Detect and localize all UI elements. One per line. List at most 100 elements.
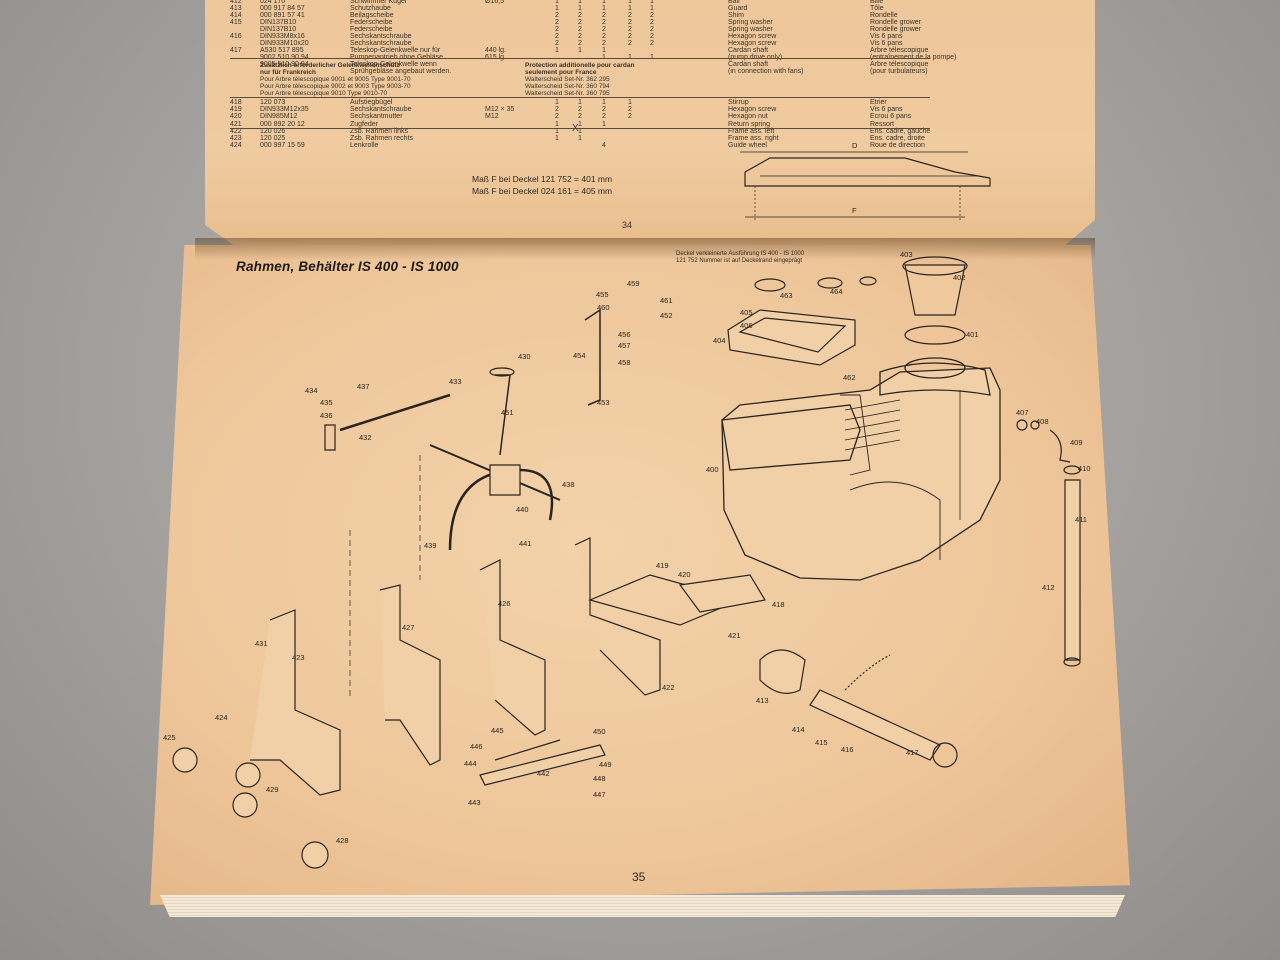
callout-400: 400 bbox=[706, 465, 719, 474]
cell-qty: 2 bbox=[650, 19, 654, 26]
callout-427: 427 bbox=[402, 623, 415, 632]
cell-fr: Rondelle bbox=[870, 12, 898, 19]
cell-pos: 423 bbox=[230, 135, 242, 142]
table-rule bbox=[230, 58, 930, 59]
cell-fr: Arbre télescopique bbox=[870, 61, 929, 68]
cell-de: Aufstiegbügel bbox=[350, 99, 393, 106]
cell-qty: 1 bbox=[628, 5, 632, 12]
france-note-line: nur für Frankreich bbox=[260, 69, 316, 76]
cell-qty: 1 bbox=[602, 47, 606, 54]
callout-458: 458 bbox=[618, 358, 631, 367]
cell-qty: 1 bbox=[578, 99, 582, 106]
lid-note-line1: Deckel verkleinerte Ausführung IS 400 - … bbox=[676, 251, 805, 257]
cell-fr: Arbre télescopique bbox=[870, 47, 929, 54]
cell-de: Teleskop-Gelenkwelle wenn bbox=[350, 61, 437, 68]
table-row: 9002 510 90 94 Pumpenantrieb ohne Gebläse… bbox=[230, 54, 1050, 62]
callout-425: 425 bbox=[163, 733, 176, 742]
cell-qty: 2 bbox=[578, 12, 582, 19]
cell-pos: 424 bbox=[230, 142, 242, 150]
callout-448: 448 bbox=[593, 774, 606, 783]
cell-num: 9002 510 90 94 bbox=[260, 54, 309, 61]
callout-455: 455 bbox=[596, 290, 609, 299]
cell-fr: (entraînement de la pompe) bbox=[870, 54, 957, 61]
callout-445: 445 bbox=[491, 726, 504, 735]
cell-pos: 418 bbox=[230, 99, 242, 106]
cell-de: Sechskantschraube bbox=[350, 40, 412, 47]
france-note-line: Pour Arbre télescopique 9010 Type 9010-7… bbox=[260, 90, 388, 97]
france-note-line: Pour Arbre télescopique 9001 et 9005 Typ… bbox=[260, 76, 411, 83]
callout-labels: 4004014024034044054064074084094104114124… bbox=[163, 250, 1091, 845]
lid-and-strainer bbox=[727, 256, 968, 366]
callout-408: 408 bbox=[1036, 417, 1049, 426]
callout-412: 412 bbox=[1042, 583, 1055, 592]
cell-num: 000 997 15 59 bbox=[260, 142, 305, 150]
cell-qty: 2 bbox=[555, 26, 559, 33]
cell-en: Stirrup bbox=[728, 99, 749, 106]
cell-qty: 1 bbox=[602, 5, 606, 12]
cell-num: DIN985M12 bbox=[260, 113, 298, 121]
callout-434: 434 bbox=[305, 386, 318, 395]
callout-460: 460 bbox=[597, 303, 610, 312]
cell-de: Federscheibe bbox=[350, 19, 393, 26]
measure-note-line1: Maß F bei Deckel 121 752 = 401 mm bbox=[472, 174, 613, 184]
callout-417: 417 bbox=[906, 748, 919, 757]
callout-410: 410 bbox=[1078, 464, 1091, 473]
callout-422: 422 bbox=[662, 683, 675, 692]
cell-qty: 2 bbox=[578, 106, 582, 114]
measure-note-line2: Maß F bei Deckel 024 161 = 405 mm bbox=[472, 186, 613, 196]
cell-num: DIN933M10x20 bbox=[260, 40, 309, 47]
cell-en: Frame ass. left bbox=[728, 127, 775, 135]
cell-num: 000 891 57 41 bbox=[260, 12, 305, 19]
page-stack-edge bbox=[160, 895, 1125, 917]
suction-pipe bbox=[1016, 419, 1081, 667]
callout-451: 451 bbox=[501, 408, 514, 417]
cell-num: 9005 510 90 94 bbox=[260, 61, 309, 68]
table-rule bbox=[230, 97, 930, 98]
cell-qty: 1 bbox=[555, 127, 559, 135]
callout-432: 432 bbox=[359, 433, 372, 442]
callout-459: 459 bbox=[627, 279, 640, 288]
france-note-german: Zusätzlich erforderlicher Gelenkwellensc… bbox=[260, 62, 510, 97]
cell-spec: Ø16,5 bbox=[485, 0, 505, 5]
cell-de: Zsb. Rahmen links bbox=[350, 127, 408, 135]
cell-qty: 1 bbox=[578, 120, 582, 128]
cell-qty: 1 bbox=[555, 120, 559, 128]
cell-qty: 1 bbox=[628, 99, 632, 106]
cell-qty: 2 bbox=[602, 12, 606, 19]
cell-qty: 1 bbox=[578, 127, 582, 135]
cell-qty: 2 bbox=[628, 19, 632, 26]
cell-de: Sechskantmutter bbox=[350, 113, 403, 121]
callout-411: 411 bbox=[1075, 515, 1087, 524]
callout-401: 401 bbox=[966, 330, 979, 339]
callout-420: 420 bbox=[678, 570, 691, 579]
cell-qty: 1 bbox=[602, 0, 606, 5]
cell-en: Guard bbox=[728, 5, 748, 12]
cell-de: Pumpenantrieb ohne Gebläse bbox=[350, 54, 444, 61]
callout-457: 457 bbox=[618, 341, 631, 350]
binding-gutter bbox=[195, 238, 1095, 260]
cell-pos: 419 bbox=[230, 106, 242, 114]
cell-qty: 1 bbox=[578, 5, 582, 12]
callout-450: 450 bbox=[593, 727, 606, 736]
cell-num: DIN933M8x16 bbox=[260, 33, 305, 40]
cell-qty: 2 bbox=[578, 113, 582, 121]
cell-en: Spring washer bbox=[728, 19, 773, 26]
cell-fr: Ens. cadre, gauche bbox=[870, 127, 931, 135]
cell-de: Schutzhaube bbox=[350, 5, 391, 12]
cell-en: Hexagon nut bbox=[728, 113, 768, 121]
callout-463: 463 bbox=[780, 291, 793, 300]
cell-qty: 2 bbox=[602, 19, 606, 26]
cell-pos: 421 bbox=[230, 120, 242, 128]
cell-en: Hexagon screw bbox=[728, 33, 777, 40]
cell-fr: Etrier bbox=[870, 99, 887, 106]
cell-pos: 413 bbox=[230, 5, 242, 12]
